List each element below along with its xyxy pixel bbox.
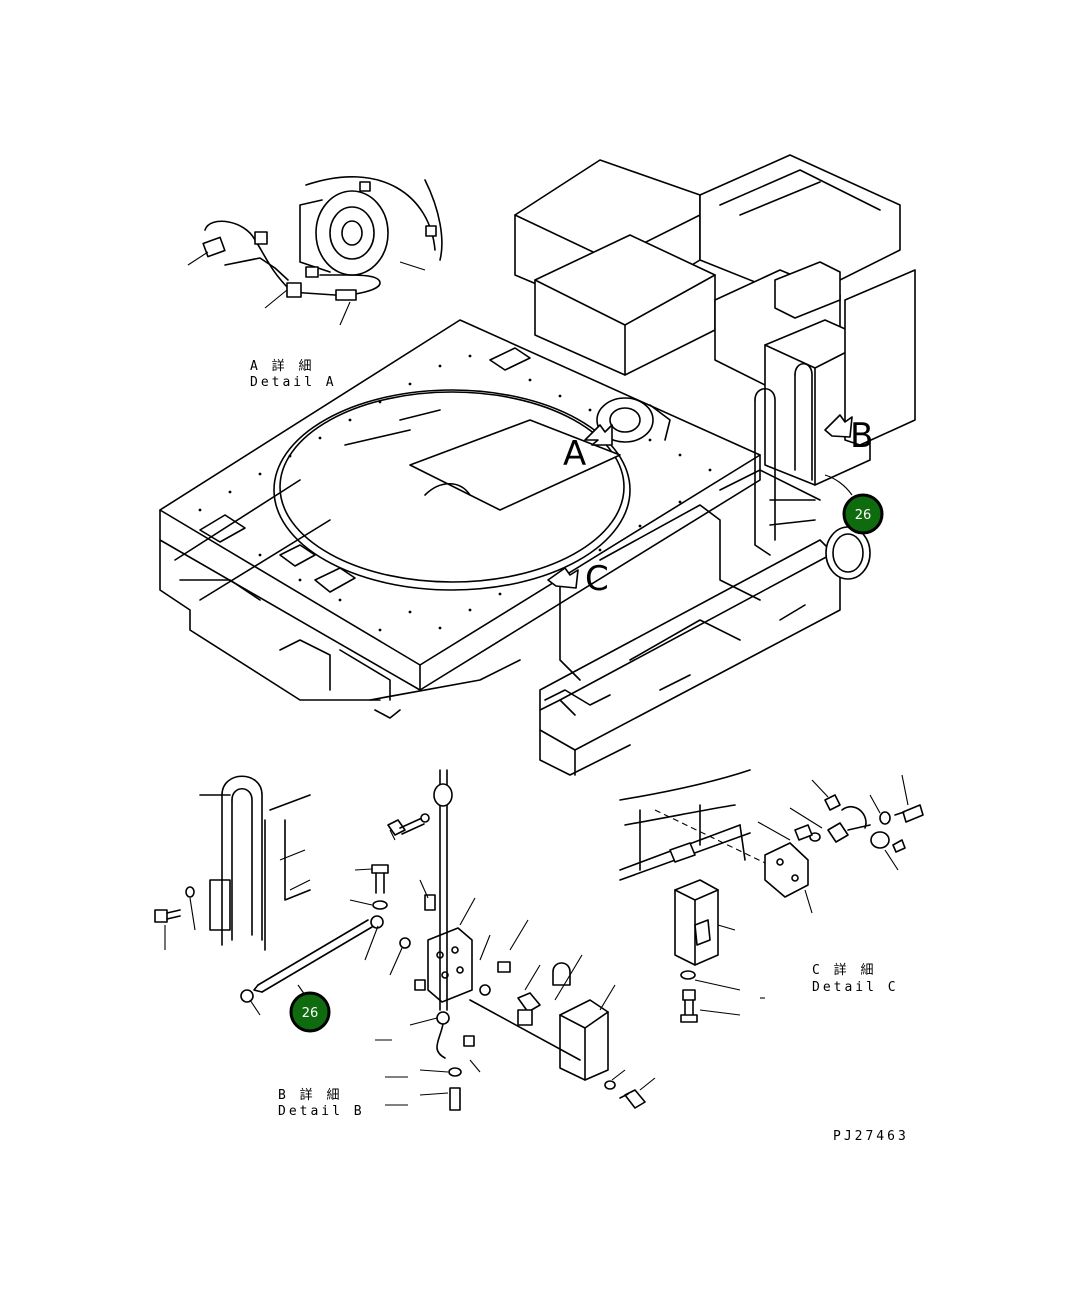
view-markers: A B C bbox=[563, 416, 873, 599]
callout-26-detail-b[interactable]: 26 bbox=[289, 991, 331, 1033]
svg-text:26: 26 bbox=[855, 508, 872, 523]
drawing-number: PJ27463 bbox=[833, 1129, 909, 1144]
detail-c-drawing bbox=[619, 769, 924, 1023]
svg-text:Detail B: Detail B bbox=[278, 1104, 365, 1119]
detail-c-label: C 詳 細 Detail C bbox=[812, 962, 899, 995]
svg-text:C 詳 細: C 詳 細 bbox=[812, 962, 876, 978]
detail-a-drawing bbox=[187, 176, 443, 326]
svg-text:26: 26 bbox=[302, 1006, 319, 1021]
detail-a-label: A 詳 細 Detail A bbox=[250, 358, 337, 390]
main-frame-drawing bbox=[159, 154, 916, 776]
detail-b-drawing bbox=[154, 769, 656, 1111]
detail-b-label: B 詳 細 Detail B bbox=[278, 1087, 365, 1119]
svg-text:A 詳 細: A 詳 細 bbox=[250, 358, 314, 374]
callout-26-main[interactable]: 26 bbox=[824, 474, 884, 535]
view-marker-b: B bbox=[850, 416, 873, 456]
svg-text:Detail A: Detail A bbox=[250, 375, 337, 390]
view-marker-c: C bbox=[585, 559, 609, 599]
svg-text:B 詳 細: B 詳 細 bbox=[278, 1087, 342, 1103]
view-marker-a: A bbox=[563, 434, 586, 474]
svg-text:Detail C: Detail C bbox=[812, 980, 899, 995]
